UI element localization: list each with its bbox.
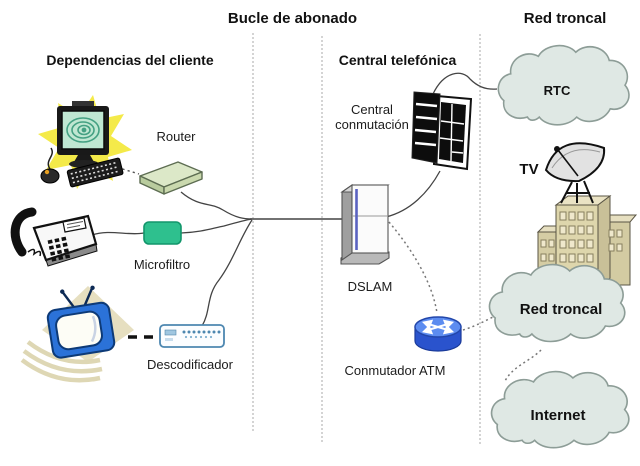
label-rtc: RTC — [543, 83, 571, 98]
dslam-icon — [340, 183, 390, 265]
section-dependencias-del-cliente: Dependencias del cliente — [46, 52, 214, 68]
link-backbone-internet — [504, 349, 542, 382]
section-divider-lines — [252, 33, 481, 444]
mouse — [40, 147, 60, 184]
tv-icon — [20, 285, 134, 383]
keyboard — [66, 157, 124, 188]
decoder-leds — [182, 330, 221, 334]
label-cloud-internet: Internet — [530, 407, 586, 424]
atm-switch-icon — [414, 316, 462, 352]
phone-keypad — [47, 236, 71, 262]
link-switching-center-rtc — [432, 72, 498, 95]
link-dslam-atm — [388, 221, 438, 314]
tv-screen — [55, 310, 103, 351]
label-microfiltro: Microfiltro — [133, 257, 191, 272]
phone-display — [62, 217, 87, 233]
phone-handset — [10, 207, 37, 257]
link-atm-backbone — [462, 316, 494, 331]
section-central-telefonica: Central telefónica — [338, 52, 457, 68]
link-phone-microfilter — [91, 231, 145, 236]
phone-icon — [10, 207, 98, 267]
label-cloud-red-troncal: Red troncal — [519, 301, 603, 318]
decoder-buttons — [184, 335, 213, 339]
connections — [91, 72, 542, 382]
building-windows — [540, 211, 623, 263]
decoder-icon — [159, 324, 225, 348]
switching-center-icon — [411, 91, 473, 171]
title-bucle-de-abonado: Bucle de abonado — [227, 10, 358, 27]
computer-icon — [38, 95, 132, 189]
title-red-troncal: Red troncal — [523, 10, 607, 27]
link-dslam-switching-center — [385, 170, 441, 218]
screen-spiral — [66, 117, 100, 143]
satellite-dish-icon — [544, 142, 606, 204]
microfilter-icon — [143, 221, 182, 245]
atm-arrows — [421, 319, 455, 335]
label-router: Router — [156, 129, 196, 144]
label-conmutador-atm: Conmutador ATM — [344, 363, 446, 378]
label-dslam: DSLAM — [347, 279, 393, 294]
label-central-conmutacion: Central conmutación — [335, 102, 409, 132]
link-microfilter-junction — [180, 218, 253, 234]
label-descodificador: Descodificador — [147, 357, 233, 372]
label-tv: TV — [519, 161, 539, 178]
router-icon — [139, 161, 203, 195]
link-decoder-junction — [201, 219, 253, 327]
tv-swoosh — [20, 340, 103, 383]
link-router-junction — [180, 191, 253, 220]
